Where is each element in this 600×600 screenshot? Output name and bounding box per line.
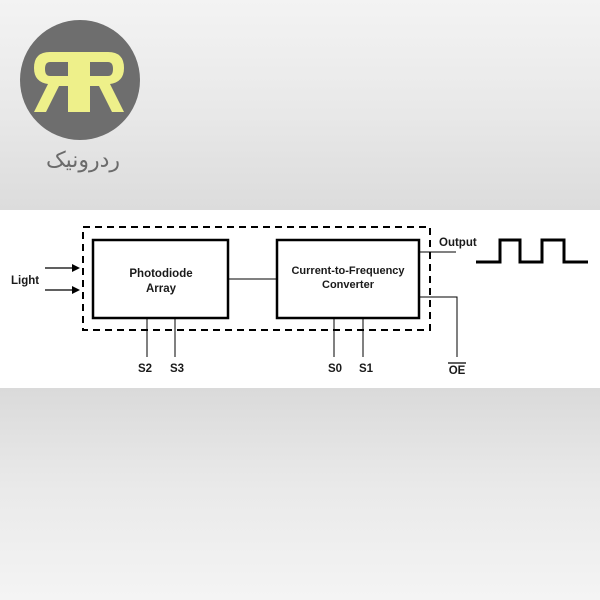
converter-label-line1: Current-to-Frequency bbox=[291, 265, 405, 277]
watermark-area-bottom bbox=[0, 388, 600, 600]
oe-pin-line bbox=[419, 296, 458, 357]
square-wave-output bbox=[476, 238, 588, 264]
oe-label: OE bbox=[449, 365, 466, 377]
rr-logo bbox=[20, 20, 140, 140]
photodiode-label-line1: Photodiode bbox=[129, 268, 192, 280]
light-label: Light bbox=[11, 275, 39, 287]
output-label: Output bbox=[439, 237, 477, 249]
s3-label: S3 bbox=[170, 363, 184, 375]
s2-label: S2 bbox=[138, 363, 152, 375]
s0-label: S0 bbox=[328, 363, 342, 375]
converter-label-line2: Converter bbox=[322, 279, 375, 291]
photodiode-label-line2: Array bbox=[146, 283, 177, 295]
device-boundary bbox=[82, 226, 431, 331]
light-arrowhead-top bbox=[72, 264, 80, 272]
logo-text: ردرونیک bbox=[45, 148, 121, 173]
s1-label: S1 bbox=[359, 363, 374, 375]
photodiode-array-block bbox=[91, 238, 230, 320]
light-arrowhead-bottom bbox=[72, 286, 80, 294]
